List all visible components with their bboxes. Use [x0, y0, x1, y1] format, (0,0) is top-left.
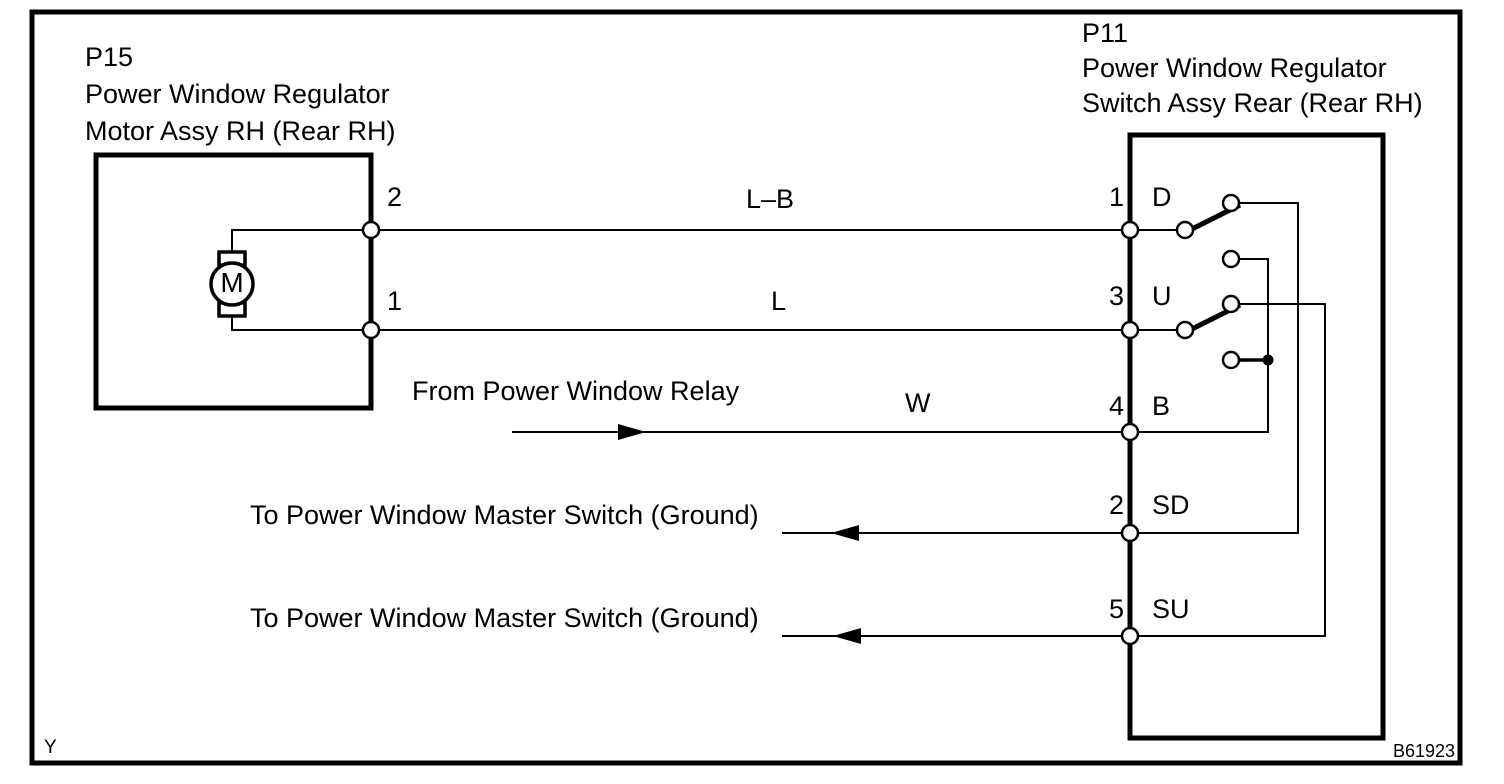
p11-name-line1: Power Window Regulator [1082, 53, 1387, 83]
p11-pin-number-5: 5 [1108, 594, 1124, 624]
p11-pin-name-su: SU [1152, 594, 1190, 624]
p11-pin-number-2: 2 [1108, 490, 1124, 520]
wire-l-label: L [771, 286, 787, 316]
p11-pin-number-3: 3 [1108, 281, 1124, 311]
wire-lb-label: L–B [746, 184, 795, 214]
p15-title: P15 Power Window Regulator Motor Assy RH… [85, 39, 396, 150]
p15-name-line1: Power Window Regulator [85, 79, 390, 109]
wire-sd [782, 202, 1299, 541]
from-relay-note: From Power Window Relay [412, 376, 740, 406]
to-master-switch-note-1: To Power Window Master Switch (Ground) [250, 500, 759, 530]
arrow-left-icon [833, 628, 861, 644]
p15-pin-1: 1 [387, 286, 403, 316]
outer-border [29, 9, 1463, 766]
wire-w [512, 258, 1269, 440]
arrow-left-icon [831, 525, 859, 541]
p11-pin-name-u: U [1152, 281, 1172, 311]
wire-lb [231, 229, 1185, 253]
wire-l [231, 315, 1185, 331]
p11-pin-name-sd: SD [1152, 490, 1190, 520]
p15-code: P15 [85, 42, 134, 72]
figure-id-code: B61923 [1393, 741, 1456, 761]
p11-connector-box [1127, 132, 1386, 741]
terminal-circles [361, 193, 1241, 646]
p11-pin-name-d: D [1152, 182, 1172, 212]
p11-name-line2: Switch Assy Rear (Rear RH) [1082, 88, 1423, 118]
p11-pin-number-4: 4 [1108, 391, 1124, 421]
p15-connector-box [93, 152, 374, 411]
arrow-right-icon [618, 424, 646, 440]
wire-su [782, 303, 1326, 644]
p11-code: P11 [1082, 18, 1129, 48]
wire-w-label: W [905, 388, 931, 418]
p11-pin-number-1: 1 [1108, 182, 1124, 212]
junction-dot [1262, 354, 1274, 366]
motor-letter: M [220, 267, 244, 298]
p15-pin-2: 2 [387, 182, 403, 212]
p11-pin-name-b: B [1152, 391, 1171, 421]
page-marker: Y [44, 737, 57, 758]
to-master-switch-note-2: To Power Window Master Switch (Ground) [250, 603, 759, 633]
p11-title: P11 Power Window Regulator Switch Assy R… [1082, 16, 1423, 121]
p15-name-line2: Motor Assy RH (Rear RH) [85, 116, 396, 146]
motor-icon [209, 250, 255, 318]
